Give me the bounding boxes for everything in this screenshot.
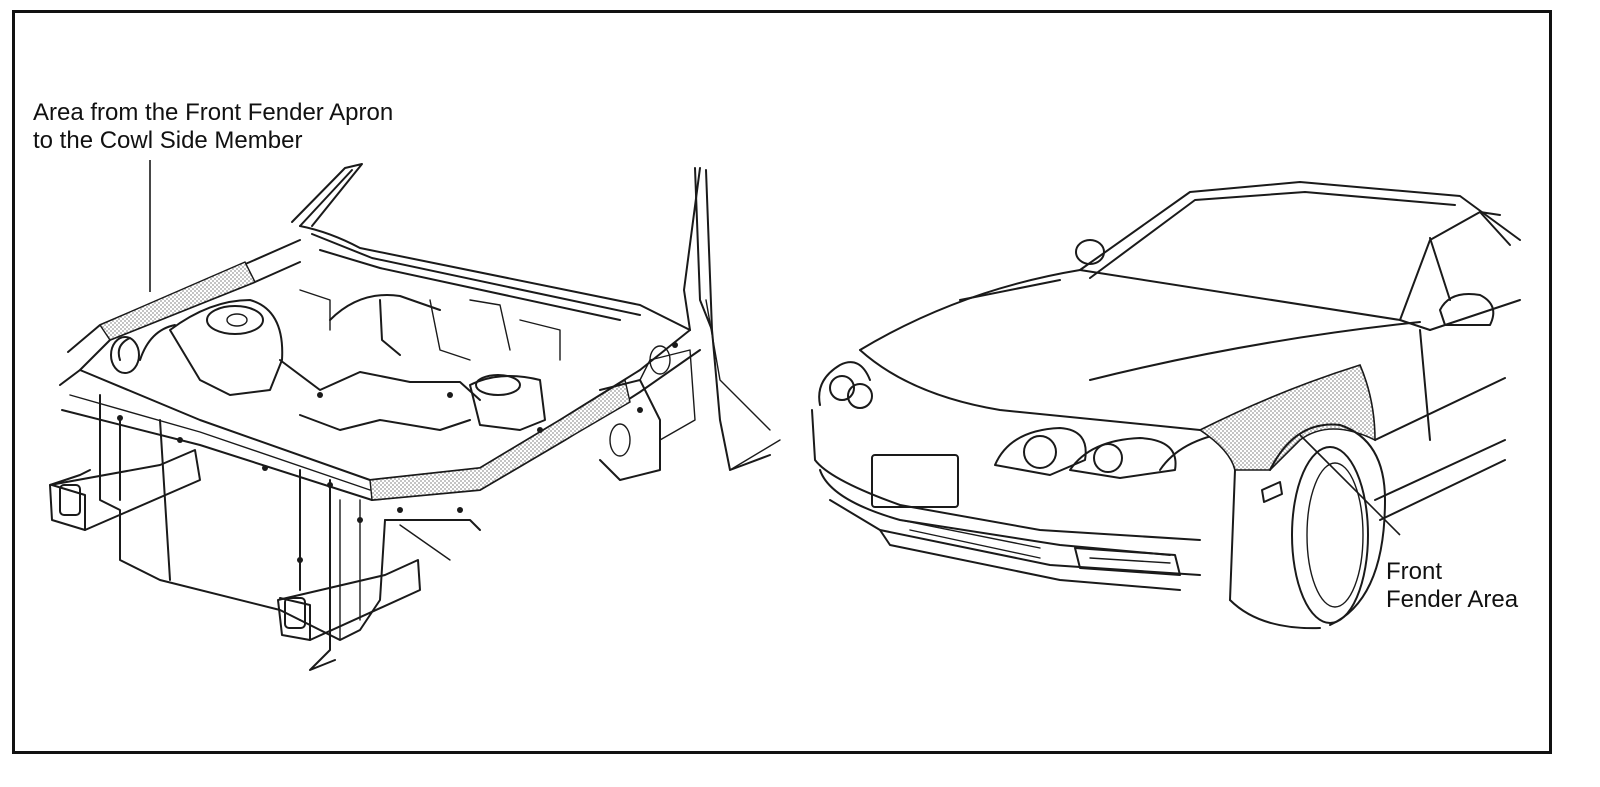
diagram-frame [12, 10, 1552, 754]
callout-left-line2: to the Cowl Side Member [33, 127, 303, 154]
engine-bay-illustration [49, 160, 781, 671]
callout-fender-apron-to-cowl: Area from the Front Fender Apron to the … [33, 99, 393, 155]
callout-right-line2: Fender Area [1386, 586, 1519, 613]
callout-left-line1: Area from the Front Fender Apron [33, 99, 394, 126]
callout-right-line1: Front [1386, 558, 1443, 585]
callout-front-fender-area: Front Fender Area [1386, 558, 1518, 614]
car-illustration [811, 181, 1521, 630]
